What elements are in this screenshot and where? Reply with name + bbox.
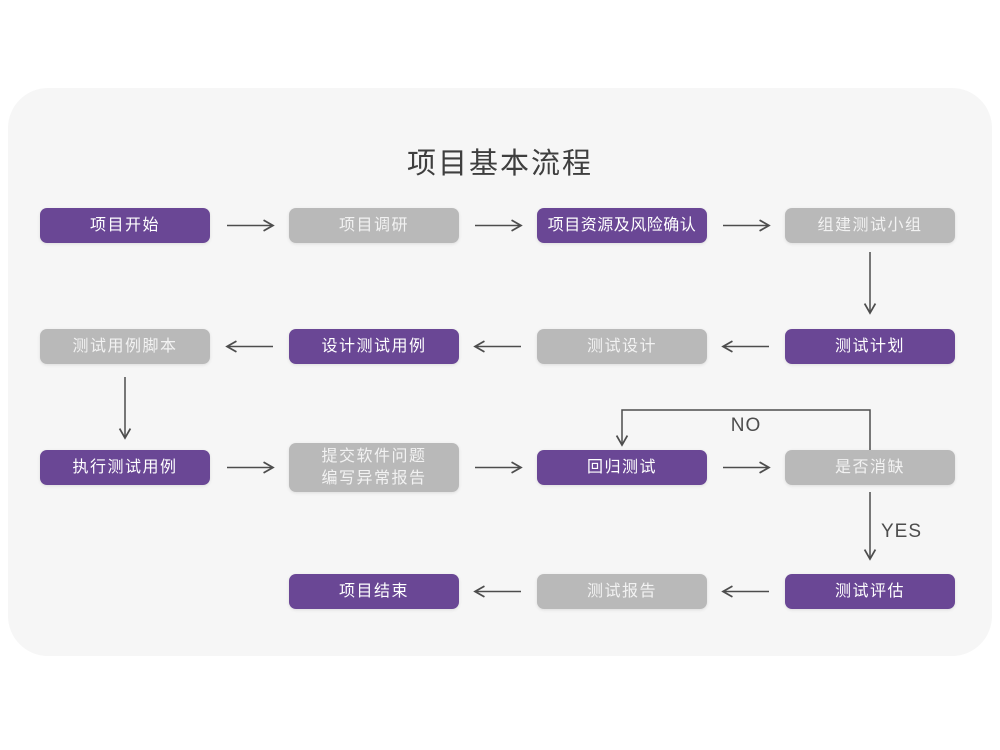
flow-node-label: 项目调研 xyxy=(338,216,409,234)
flow-node-resource-risk-confirm: 项目资源及风险确认 xyxy=(537,208,707,243)
edge-label-no: NO xyxy=(730,415,762,436)
flow-node-test-design: 测试设计 xyxy=(537,329,707,364)
flow-node-label: 测试报告 xyxy=(586,582,657,600)
flow-node-defect-cleared: 是否消缺 xyxy=(785,450,955,485)
flow-node-project-research: 项目调研 xyxy=(289,208,459,243)
flow-node-test-case-script: 测试用例脚本 xyxy=(40,329,210,364)
flow-node-label: 是否消缺 xyxy=(834,458,905,476)
flow-node-label: 项目资源及风险确认 xyxy=(547,216,697,234)
flow-node-submit-issue-report: 提交软件问题 编写异常报告 xyxy=(289,443,459,492)
flow-node-label: 项目开始 xyxy=(89,216,160,234)
flow-node-project-end: 项目结束 xyxy=(289,574,459,609)
flow-node-label: 组建测试小组 xyxy=(817,216,923,234)
diagram-title: 项目基本流程 xyxy=(406,148,593,180)
flow-node-project-start: 项目开始 xyxy=(40,208,210,243)
flow-node-label: 设计测试用例 xyxy=(321,337,427,355)
flow-node-test-plan: 测试计划 xyxy=(785,329,955,364)
flow-node-design-test-cases: 设计测试用例 xyxy=(289,329,459,364)
flow-node-label: 测试设计 xyxy=(586,337,657,355)
flow-node-label: 项目结束 xyxy=(338,582,409,600)
flow-node-label-line2: 编写异常报告 xyxy=(321,469,427,487)
flow-node-label: 测试用例脚本 xyxy=(72,337,178,355)
flow-node-execute-test-cases: 执行测试用例 xyxy=(40,450,210,485)
flow-node-label: 回归测试 xyxy=(586,458,657,476)
flowchart-card xyxy=(8,88,992,656)
flow-node-label: 测试计划 xyxy=(834,337,905,355)
flow-node-regression-test: 回归测试 xyxy=(537,450,707,485)
flow-node-label: 执行测试用例 xyxy=(72,458,178,476)
flow-node-form-test-team: 组建测试小组 xyxy=(785,208,955,243)
edge-label-yes: YES xyxy=(881,521,923,542)
flow-node-test-report: 测试报告 xyxy=(537,574,707,609)
flow-node-label-line1: 提交软件问题 xyxy=(321,447,427,465)
flow-node-label: 测试评估 xyxy=(834,582,905,600)
flow-node-test-evaluation: 测试评估 xyxy=(785,574,955,609)
